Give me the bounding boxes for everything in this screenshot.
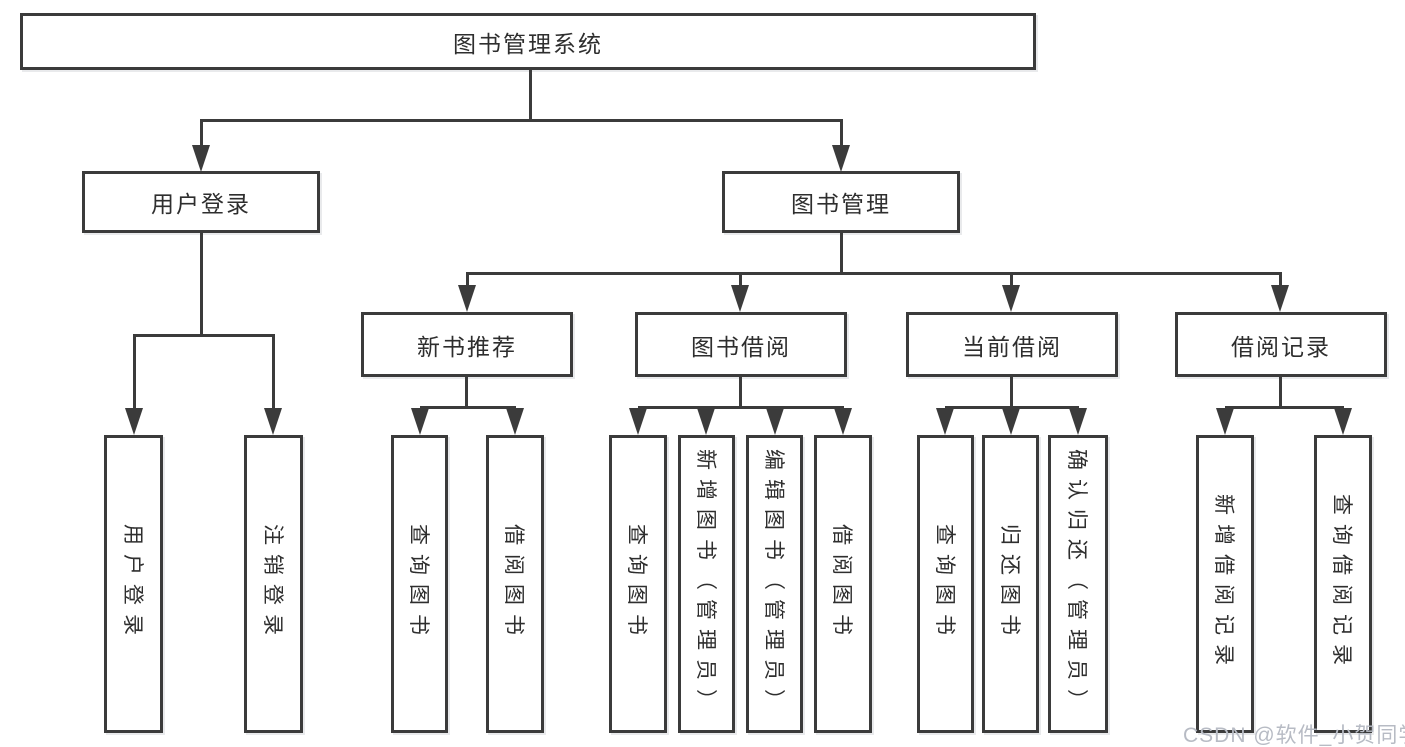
node-current-borrowing: 当前借阅 xyxy=(906,312,1118,377)
connector-line xyxy=(638,406,844,409)
arrowhead-icon xyxy=(458,285,476,312)
leaf-add-books-admin-label: 新增图书（管理员） xyxy=(693,449,717,719)
leaf-borrow-books-1-label: 借阅图书 xyxy=(502,524,525,644)
connector-line xyxy=(133,334,136,409)
leaf-borrow-books-2: 借阅图书 xyxy=(814,435,872,733)
leaf-add-borrow-record: 新增借阅记录 xyxy=(1196,435,1254,733)
leaf-user-login-label: 用户登录 xyxy=(120,524,144,644)
node-new-book-recommendation-label: 新书推荐 xyxy=(417,333,517,360)
node-new-book-recommendation: 新书推荐 xyxy=(361,312,573,377)
connector-line xyxy=(945,406,1079,409)
leaf-return-books: 归还图书 xyxy=(982,435,1039,733)
node-borrowing-records: 借阅记录 xyxy=(1175,312,1387,377)
node-book-borrowing: 图书借阅 xyxy=(635,312,847,377)
leaf-user-login: 用户登录 xyxy=(104,435,163,733)
node-borrowing-records-label: 借阅记录 xyxy=(1231,333,1331,360)
leaf-logout-label: 注销登录 xyxy=(260,524,284,644)
leaf-query-books-1: 查询图书 xyxy=(391,435,448,733)
connector-line xyxy=(1010,377,1013,406)
arrowhead-icon xyxy=(1002,285,1020,312)
leaf-edit-books-admin: 编辑图书（管理员） xyxy=(746,435,803,733)
leaf-edit-books-admin-label: 编辑图书（管理员） xyxy=(761,449,785,719)
connector-line xyxy=(272,334,275,409)
node-book-management: 图书管理 xyxy=(722,171,960,233)
arrowhead-icon xyxy=(629,408,647,435)
arrowhead-icon xyxy=(411,408,429,435)
connector-line xyxy=(840,119,843,147)
csdn-watermark: CSDN @软件_小贺同学 xyxy=(1183,724,1405,747)
leaf-query-books-2: 查询图书 xyxy=(609,435,667,733)
leaf-add-borrow-record-label: 新增借阅记录 xyxy=(1212,494,1235,674)
leaf-query-books-2-label: 查询图书 xyxy=(625,524,648,644)
connector-line xyxy=(200,119,203,147)
leaf-logout: 注销登录 xyxy=(244,435,303,733)
leaf-return-books-label: 归还图书 xyxy=(997,524,1021,644)
connector-line xyxy=(1279,272,1282,288)
connector-line xyxy=(739,272,742,288)
leaf-query-books-3: 查询图书 xyxy=(917,435,974,733)
arrowhead-icon xyxy=(936,408,954,435)
leaf-confirm-return-admin: 确认归还（管理员） xyxy=(1048,435,1108,733)
arrowhead-icon xyxy=(834,408,852,435)
arrowhead-icon xyxy=(1271,285,1289,312)
arrowhead-icon xyxy=(697,408,715,435)
leaf-query-borrow-record-label: 查询借阅记录 xyxy=(1330,494,1353,674)
node-user-login: 用户登录 xyxy=(82,171,320,233)
arrowhead-icon xyxy=(1334,408,1352,435)
arrowhead-icon xyxy=(1216,408,1234,435)
connector-line xyxy=(466,272,469,288)
node-root: 图书管理系统 xyxy=(20,13,1036,70)
arrowhead-icon xyxy=(1069,408,1087,435)
leaf-borrow-books-2-label: 借阅图书 xyxy=(830,524,853,644)
node-current-borrowing-label: 当前借阅 xyxy=(962,333,1062,360)
arrowhead-icon xyxy=(192,145,210,172)
connector-line xyxy=(1010,272,1013,288)
node-book-borrowing-label: 图书借阅 xyxy=(691,333,791,360)
connector-line xyxy=(840,233,843,272)
connector-line xyxy=(200,119,842,122)
node-user-login-label: 用户登录 xyxy=(151,191,251,217)
arrowhead-icon xyxy=(832,145,850,172)
node-root-label: 图书管理系统 xyxy=(453,30,603,57)
leaf-borrow-books-1: 借阅图书 xyxy=(486,435,544,733)
connector-line xyxy=(1279,377,1282,406)
connector-line xyxy=(133,334,275,337)
leaf-query-borrow-record: 查询借阅记录 xyxy=(1314,435,1372,733)
arrowhead-icon xyxy=(264,408,282,435)
connector-line xyxy=(420,406,516,409)
connector-line xyxy=(466,272,1282,275)
leaf-add-books-admin: 新增图书（管理员） xyxy=(678,435,735,733)
arrowhead-icon xyxy=(125,408,143,435)
connector-line xyxy=(465,377,468,406)
connector-line xyxy=(739,377,742,406)
connector-line xyxy=(529,70,532,119)
leaf-confirm-return-admin-label: 确认归还（管理员） xyxy=(1065,449,1088,719)
arrowhead-icon xyxy=(766,408,784,435)
arrowhead-icon xyxy=(1002,408,1020,435)
leaf-query-books-3-label: 查询图书 xyxy=(932,524,956,644)
connector-line xyxy=(1225,406,1344,409)
leaf-query-books-1-label: 查询图书 xyxy=(406,524,430,644)
arrowhead-icon xyxy=(506,408,524,435)
node-book-management-label: 图书管理 xyxy=(791,191,891,217)
arrowhead-icon xyxy=(731,285,749,312)
connector-line xyxy=(200,233,203,334)
